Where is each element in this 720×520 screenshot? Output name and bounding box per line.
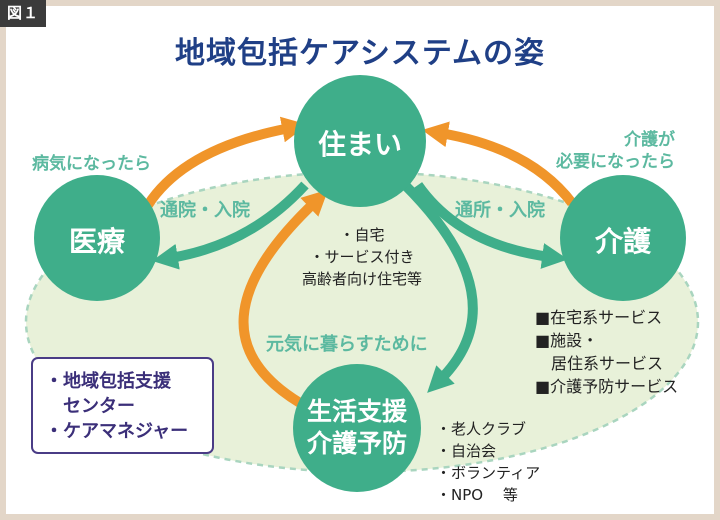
label-hospital: 通院・入院 — [160, 200, 250, 221]
prevention-item-club: ・老人クラブ — [436, 420, 527, 438]
label-healthy: 元気に暮らすために — [266, 334, 428, 355]
housing-item-service: ・サービス付き — [309, 248, 415, 266]
care-item-home: ■在宅系サービス — [535, 308, 663, 327]
arrow-housing-to-prevention — [401, 181, 478, 393]
prevention-item-npo: ・NPO 等 — [436, 486, 518, 504]
node-prevention: 生活支援 介護予防 — [293, 396, 421, 460]
support-item-center-cont: センター — [45, 396, 135, 417]
arrow-care-to-housing — [422, 121, 576, 207]
support-box: ・地域包括支援 センター ・ケアマネジャー — [31, 357, 214, 454]
prevention-circle — [293, 364, 421, 492]
care-items: ■在宅系サービス ■施設・ 居住系サービス ■介護予防サービス — [535, 306, 678, 398]
node-prevention-line1: 生活支援 — [306, 397, 407, 426]
housing-items: ・自宅 ・サービス付き 高齢者向け住宅等 — [288, 224, 436, 290]
housing-circle — [294, 75, 426, 207]
housing-item-home: ・自宅 — [339, 226, 385, 244]
prevention-item-council: ・自治会 — [436, 442, 497, 460]
node-housing: 住まい — [317, 128, 402, 161]
figure-label: 図１ — [0, 0, 46, 27]
node-medical: 医療 — [68, 225, 125, 258]
arrow-medical-to-housing — [143, 116, 308, 208]
care-circle — [560, 175, 686, 301]
care-item-residential: 居住系サービス — [535, 354, 664, 373]
arrow-prevention-to-housing — [238, 189, 329, 408]
medical-circle — [34, 175, 160, 301]
label-sick: 病気になったら — [32, 154, 151, 174]
prevention-items: ・老人クラブ ・自治会 ・ボランティア ・NPO 等 — [436, 418, 540, 506]
care-item-facility: ■施設・ — [535, 331, 599, 350]
arrow-housing-to-care — [413, 182, 569, 269]
label-facility: 通所・入院 — [455, 200, 545, 221]
label-needs-care-line1: 介護が — [624, 130, 675, 150]
care-item-prevention: ■介護予防サービス — [535, 377, 679, 396]
page-title: 地域包括ケアシステムの姿 — [175, 36, 545, 71]
arrow-housing-to-medical — [152, 181, 309, 270]
node-prevention-line2: 介護予防 — [306, 429, 407, 458]
support-item-caremanager: ・ケアマネジャー — [45, 421, 189, 442]
label-needs-care: 介護が 必要になったら — [556, 129, 675, 173]
housing-item-elderly: 高齢者向け住宅等 — [301, 270, 422, 288]
support-item-center: ・地域包括支援 — [45, 371, 171, 392]
node-care: 介護 — [594, 225, 651, 258]
prevention-item-volunteer: ・ボランティア — [436, 464, 541, 482]
label-needs-care-line2: 必要になったら — [556, 152, 675, 172]
